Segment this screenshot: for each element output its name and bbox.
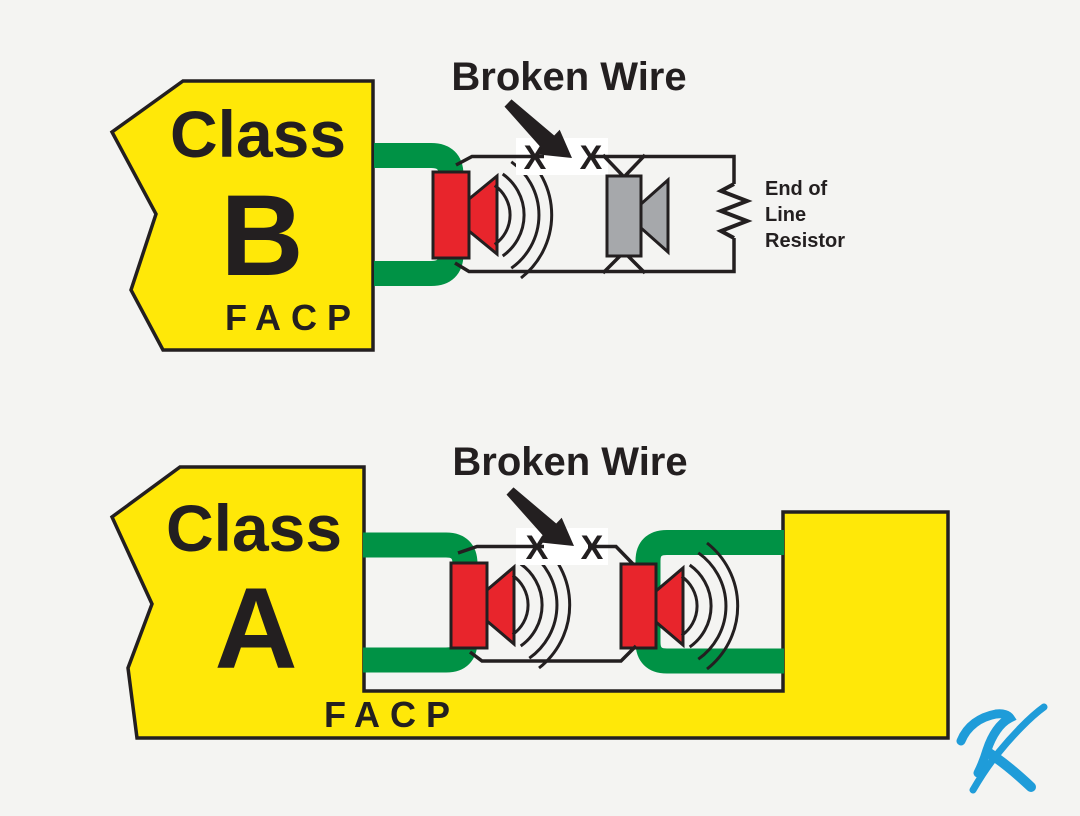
- class-a-circuit-wires: [457, 544, 638, 663]
- break-x-left: X: [524, 139, 547, 177]
- class-b-diagram: Class B FACP X X: [109, 55, 845, 352]
- signature-stroke: [984, 748, 1036, 792]
- class-b-facp-label: FACP: [225, 297, 361, 338]
- class-a-letter: A: [214, 565, 297, 693]
- eol-resistor-label: End of Line Resistor: [765, 178, 845, 252]
- horn-bell: [467, 172, 499, 258]
- class-b-horn-active: [431, 170, 499, 260]
- broken-wire-label-top: Broken Wire: [451, 55, 686, 99]
- class-a-horn-left: [449, 561, 516, 650]
- circuit-wire-bottom: [454, 238, 736, 274]
- break-x-right: X: [580, 139, 603, 177]
- eol-label-line2: Line: [765, 204, 806, 226]
- signature-k: [956, 703, 1048, 794]
- class-b-class-word: Class: [170, 97, 346, 171]
- horn-body: [605, 174, 643, 258]
- class-b-facp-panel: [109, 79, 375, 352]
- circuit-wire-top-left: [457, 544, 544, 555]
- signature-stroke: [956, 709, 1017, 778]
- horn-bell: [654, 564, 685, 649]
- class-b-circuit-wires: [454, 153, 753, 275]
- class-a-class-word: Class: [166, 491, 342, 565]
- break-x-right: X: [581, 529, 604, 567]
- circuit-wire-top-right: [588, 544, 635, 566]
- broken-wire-arrow-top: [504, 99, 572, 158]
- signature-stroke: [969, 703, 1048, 794]
- eol-resistor-symbol: [715, 182, 753, 240]
- horn-body: [619, 562, 658, 650]
- horn-body: [449, 561, 489, 650]
- class-b-horn-inactive: [605, 174, 670, 258]
- class-b-letter: B: [220, 172, 303, 300]
- eol-label-line1: End of: [765, 178, 828, 200]
- class-a-facp-label: FACP: [324, 694, 460, 735]
- circuit-wire-top-right: [588, 154, 736, 184]
- circuit-wire-bottom: [468, 644, 638, 663]
- class-a-diagram: Class A FACP: [109, 440, 950, 740]
- circuit-wire-top-left: [455, 154, 544, 167]
- horn-bell: [485, 563, 516, 648]
- horn-tap-top: [601, 153, 647, 180]
- broken-wire-label-bottom: Broken Wire: [452, 440, 687, 484]
- horn-body: [431, 170, 471, 260]
- class-a-horn-right: [619, 562, 685, 650]
- eol-label-line3: Resistor: [765, 230, 845, 252]
- class-a-sound-waves-right: [680, 541, 740, 671]
- broken-wire-arrow-bottom: [506, 487, 574, 546]
- horn-bell: [639, 176, 670, 256]
